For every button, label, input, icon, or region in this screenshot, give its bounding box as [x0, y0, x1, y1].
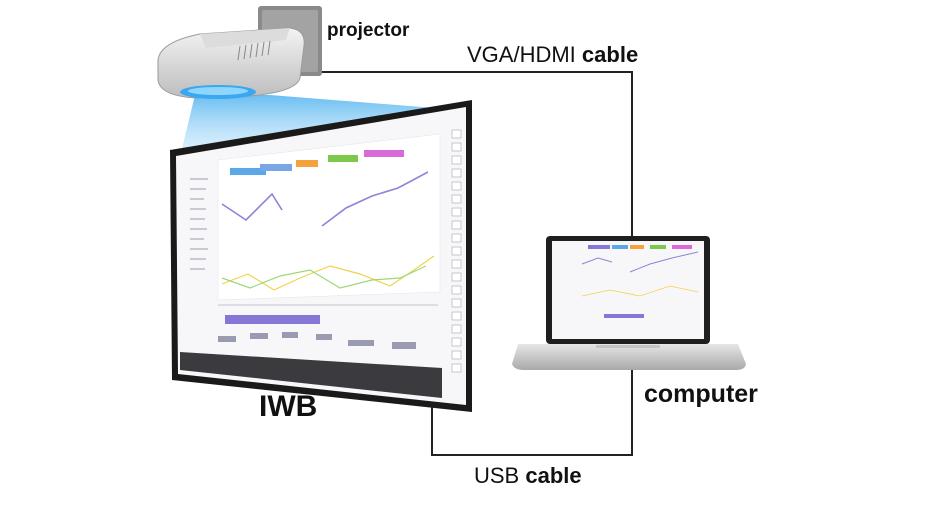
- vga-hdmi-cable-label: VGA/HDMI cable: [467, 42, 638, 68]
- usb-cable-word: cable: [525, 463, 582, 488]
- laptop-icon: [512, 236, 746, 370]
- iwb-label: IWB: [259, 390, 318, 423]
- vga-cable-word: cable: [581, 42, 639, 67]
- projector-icon: [157, 6, 322, 99]
- vga-hdmi-text: VGA/HDMI: [467, 42, 576, 67]
- projector-label: projector: [327, 20, 410, 41]
- vga-hdmi-cable: [296, 71, 633, 236]
- usb-cable: [431, 370, 633, 456]
- usb-text: USB: [474, 463, 520, 488]
- computer-label: computer: [644, 380, 758, 408]
- usb-cable-label: USB cable: [474, 463, 582, 489]
- interactive-whiteboard-icon: [170, 100, 472, 412]
